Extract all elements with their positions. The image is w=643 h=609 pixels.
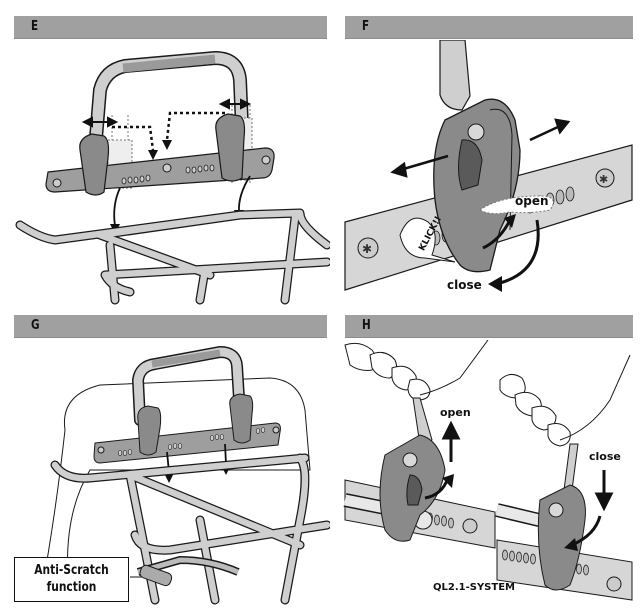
panel-letter-g: G (31, 318, 40, 333)
hook-right (229, 393, 254, 444)
illustration-g-bag-on-rack (39, 345, 330, 605)
illustration-e-bag-hooks-onto-rack (15, 50, 330, 305)
hand-right (499, 354, 631, 447)
system-label: QL2.1-SYSTEM (433, 582, 515, 593)
panel-header-f: F (345, 16, 633, 39)
illustration-f-hook-detail: ✱ ✱ KLICK!! open close (344, 40, 633, 292)
bike-rack (50, 453, 330, 605)
close-label: close (589, 450, 621, 463)
strap (439, 40, 471, 111)
anti-scratch-line2: function (46, 580, 97, 595)
panel-header-g: G (14, 315, 327, 338)
bike-rack (15, 208, 330, 305)
hook-left (137, 405, 162, 456)
panel-letter-e: E (31, 19, 39, 34)
panel-header-e: E (14, 16, 327, 39)
anti-scratch-line1: Anti-Scratch (34, 563, 109, 578)
hook-left (79, 133, 110, 196)
svg-text:✱: ✱ (362, 242, 372, 256)
panel-letter-h: H (362, 318, 371, 333)
svg-text:✱: ✱ (599, 173, 608, 186)
panel-header-h: H (345, 315, 633, 338)
illustration-h-open-close: open close QL2.1-SYS (343, 340, 633, 601)
hook-right (215, 113, 246, 182)
anti-scratch-callout: Anti-Scratch function (14, 557, 129, 602)
panel-letter-f: F (362, 19, 370, 34)
hand-left (344, 340, 489, 401)
close-label: close (447, 278, 482, 292)
open-label: open (440, 406, 471, 419)
open-label: open (515, 194, 549, 208)
